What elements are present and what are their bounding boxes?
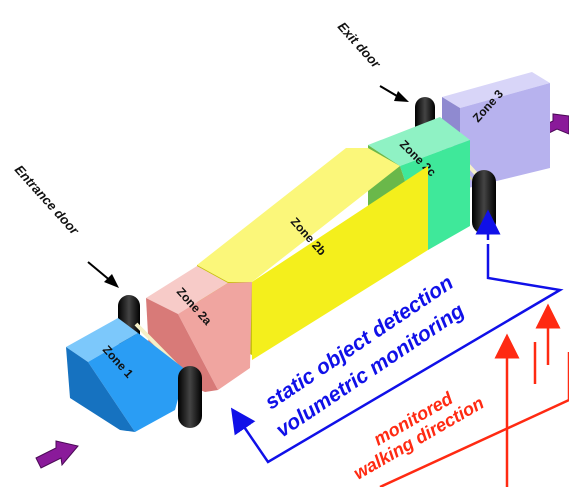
entrance-door-label: Entrance door	[12, 162, 83, 238]
entrance-door-post-front	[178, 366, 202, 428]
zone-1-box	[66, 318, 186, 432]
entrance-door-pointer	[87, 261, 119, 288]
exit-door-label: Exit door	[335, 19, 384, 72]
walk-in-arrow	[35, 440, 79, 469]
blue-bracket	[230, 209, 564, 464]
exit-door-pointer	[379, 85, 409, 102]
exit-door-post-front	[472, 170, 496, 234]
zone-3-box	[442, 72, 550, 190]
red-bracket	[379, 303, 569, 487]
